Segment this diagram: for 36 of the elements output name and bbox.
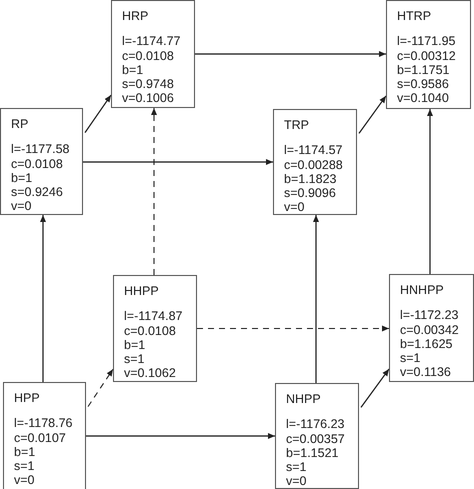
model-box (111, 0, 195, 108)
model-parameters: l=-1174.87 c=0.0108 b=1 s=1 v=0.1062 (124, 309, 182, 381)
arrow (313, 215, 319, 383)
model-name: HNHPP (400, 283, 444, 298)
arrow (360, 368, 390, 408)
arrow (196, 326, 390, 332)
model-box (3, 382, 86, 489)
arrow (84, 94, 112, 133)
model-box (273, 109, 357, 215)
model-name: NHPP (286, 392, 321, 406)
model-name: HPP (14, 391, 40, 406)
model-parameters: l=-1177.58 c=0.0108 b=1 s=0.9246 v=0 (11, 142, 70, 214)
model-parameters: l=-1178.76 c=0.0107 b=1 s=1 v=0 (14, 416, 72, 488)
model-name: HTRP (397, 9, 432, 24)
model-name: HHPP (124, 284, 159, 298)
model-name: TRP (284, 118, 309, 132)
arrow (83, 159, 273, 165)
model-parameters: l=-1172.23 c=0.00342 b=1.1625 s=1 v=0.1136 (400, 308, 459, 380)
model-box (275, 383, 359, 489)
model-parameters: l=-1176.23 c=0.00357 b=1.1521 s=1 v=0 (286, 417, 345, 489)
model-name: HRP (122, 9, 148, 24)
model-box (113, 275, 197, 382)
model-box (386, 0, 471, 109)
model-parameters: l=-1174.57 c=0.00288 b=1.1823 s=0.9096 v=0 (284, 143, 343, 215)
model-box (389, 274, 474, 382)
arrow (427, 109, 433, 274)
arrow (195, 51, 386, 57)
model-name: RP (11, 117, 28, 132)
arrow (151, 108, 157, 276)
arrow (86, 433, 275, 439)
arrow (40, 215, 46, 382)
model-parameters: l=-1171.95 c=0.00312 b=1.1751 s=0.9586 v=0.1040 (397, 34, 456, 106)
arrow (358, 96, 386, 134)
model-parameters: l=-1174.77 c=0.0108 b=1 s=0.9748 v=0.1006 (122, 34, 180, 106)
model-box (0, 108, 83, 215)
arrow (88, 368, 114, 408)
